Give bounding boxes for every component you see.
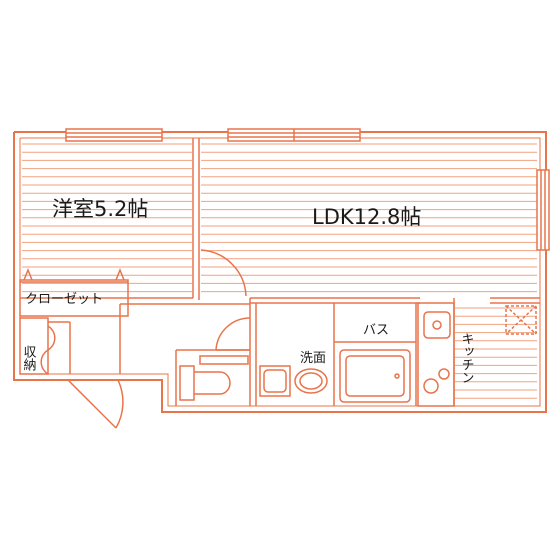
label-storage-vertical: 収納 xyxy=(21,345,37,372)
label-western-room: 洋室5.2帖 xyxy=(52,197,148,221)
label-washroom: 洗面 xyxy=(300,351,326,366)
window-top-ldk xyxy=(227,128,361,142)
label-kitchen-vertical: キッチン xyxy=(459,332,474,384)
bath xyxy=(334,303,417,406)
label-ldk: LDK12.8帖 xyxy=(312,205,421,229)
floor-hatch-kitchen xyxy=(455,307,537,399)
window-top-west xyxy=(65,128,163,142)
closet xyxy=(19,267,129,317)
label-kitchen: キッチン xyxy=(459,332,474,384)
partition-west-ldk xyxy=(192,138,200,298)
toilet-door xyxy=(215,317,251,351)
storage xyxy=(19,317,71,375)
kitchen-counter xyxy=(417,302,455,407)
entrance-door xyxy=(67,379,124,429)
label-storage: 収納 xyxy=(21,345,37,372)
floor-hatch-western xyxy=(22,143,192,293)
window-right-ldk xyxy=(536,169,550,251)
toilet xyxy=(179,355,249,401)
label-bath: バス xyxy=(363,323,389,338)
ldk-door xyxy=(198,249,247,300)
wall-room-bottom xyxy=(20,297,540,406)
washroom xyxy=(259,303,335,406)
ventilation xyxy=(505,305,537,335)
floor-hatch-ldk xyxy=(201,143,537,293)
hallway xyxy=(119,303,250,406)
label-closet: クローゼット xyxy=(25,292,103,307)
